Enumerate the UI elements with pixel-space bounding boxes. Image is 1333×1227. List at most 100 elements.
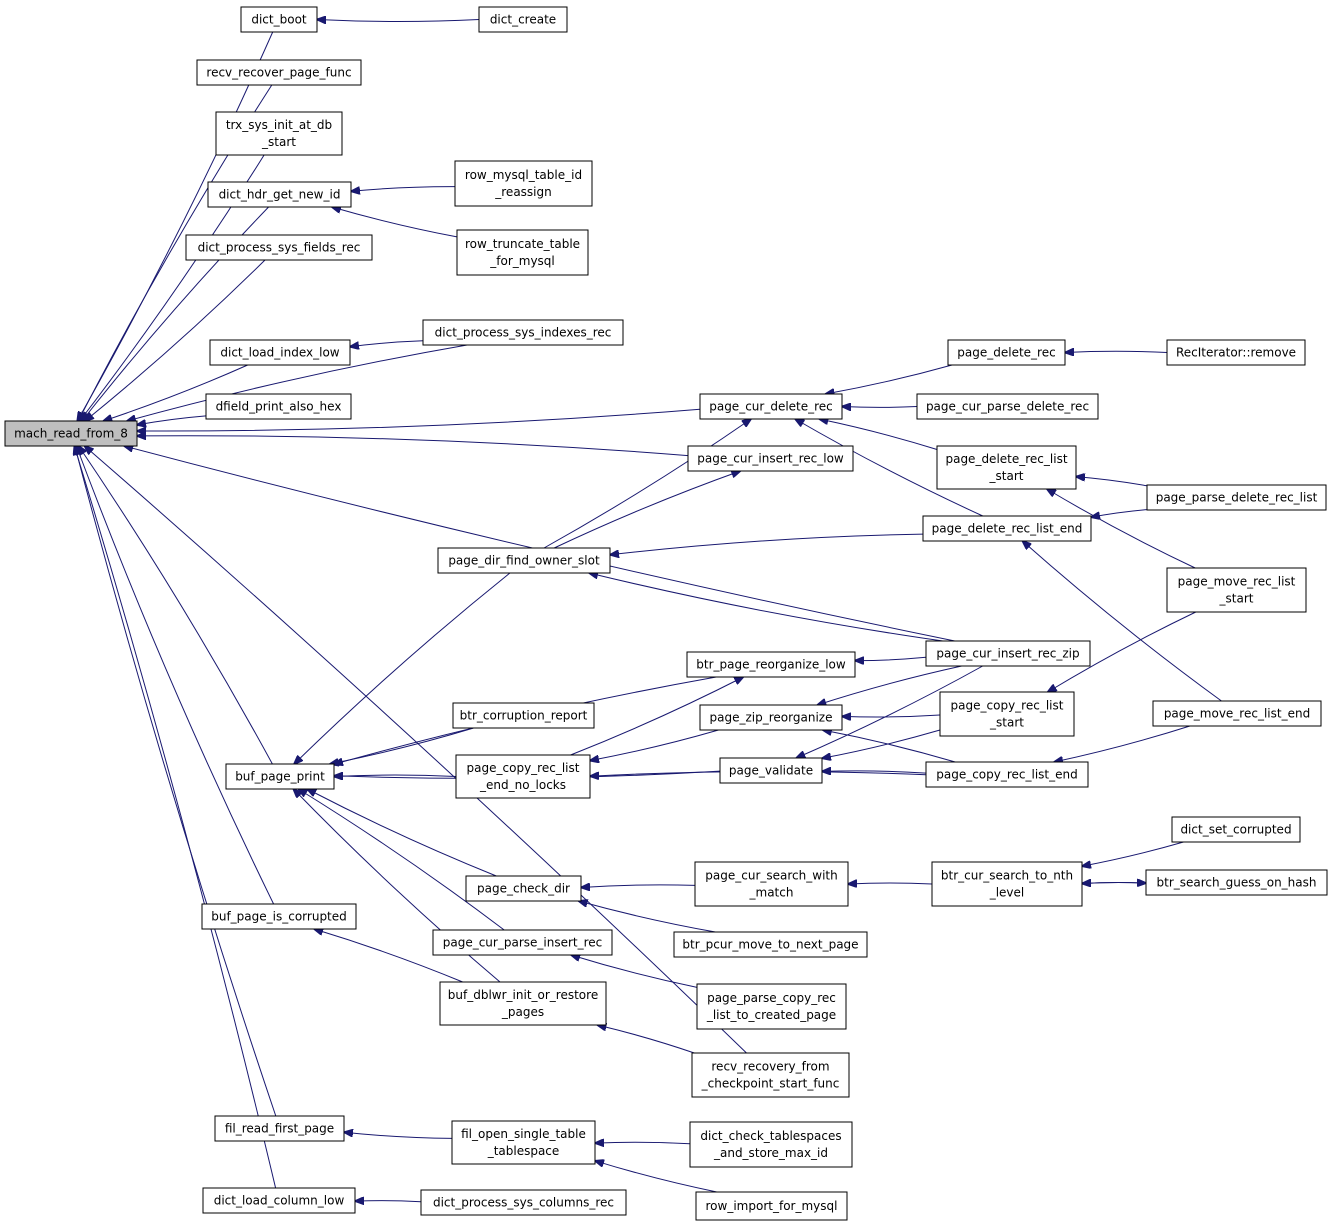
node-dict-process-sys-indexes-rec[interactable]: dict_process_sys_indexes_rec xyxy=(422,319,624,346)
node-page-copy-rec-list-end-no-locks[interactable]: page_copy_rec_list_end_no_locks xyxy=(455,754,591,799)
node-dict-check-tablespaces-and-store-max-id[interactable]: dict_check_tablespaces _and_store_max_id xyxy=(689,1121,853,1168)
node-label: dict_process_sys_indexes_rec xyxy=(435,326,612,340)
node-dict-load-index-low[interactable]: dict_load_index_low xyxy=(209,339,351,366)
node-trx-sys-init-at-db-start[interactable]: trx_sys_init_at_db_start xyxy=(215,111,343,156)
node-btr-corruption-report[interactable]: btr_corruption_report xyxy=(452,702,595,729)
edge-btr-corruption-report-to-buf-page-print xyxy=(330,727,474,764)
node-page-move-rec-list-start[interactable]: page_move_rec_list_start xyxy=(1166,567,1307,613)
node-row-mysql-table-id-reassign[interactable]: row_mysql_table_id_reassign xyxy=(454,160,593,207)
node-btr-page-reorganize-low[interactable]: btr_page_reorganize_low xyxy=(686,651,856,678)
edge-dict-process-sys-fields-rec-to-mach-read-from-8 xyxy=(85,259,266,421)
node-label: page_check_dir xyxy=(477,882,570,896)
node-recv-recovery-from-checkpoint-start-func[interactable]: recv_recovery_from_checkpoint_start_func xyxy=(691,1052,850,1098)
node-box xyxy=(478,6,568,33)
node-dfield-print-also-hex[interactable]: dfield_print_also_hex xyxy=(205,393,352,420)
edge-page-delete-rec-to-page-cur-delete-rec xyxy=(826,364,953,394)
node-page-delete-rec-list-end[interactable]: page_delete_rec_list_end xyxy=(922,515,1092,542)
edge-page-move-rec-list-end-to-page-delete-rec-list-end xyxy=(1023,541,1222,702)
node-page-cur-insert-rec-low[interactable]: page_cur_insert_rec_low xyxy=(687,445,854,472)
node-label: _checkpoint_start_func xyxy=(701,1077,840,1091)
node-dict-set-corrupted[interactable]: dict_set_corrupted xyxy=(1171,816,1301,843)
node-box xyxy=(207,181,352,208)
edge-reciterator-remove-to-page-delete-rec xyxy=(1065,351,1168,352)
node-label: dfield_print_also_hex xyxy=(216,400,342,414)
node-dict-load-column-low[interactable]: dict_load_column_low xyxy=(202,1187,356,1214)
node-btr-search-guess-on-hash[interactable]: btr_search_guess_on_hash xyxy=(1145,869,1328,896)
node-buf-page-is-corrupted[interactable]: buf_page_is_corrupted xyxy=(201,903,357,930)
edge-page-copy-rec-list-start-to-page-zip-reorganize xyxy=(842,715,941,717)
node-btr-cur-search-to-nth-level[interactable]: btr_cur_search_to_nth_level xyxy=(931,861,1083,907)
node-fil-read-first-page[interactable]: fil_read_first_page xyxy=(214,1115,345,1142)
node-page-dir-find-owner-slot[interactable]: page_dir_find_owner_slot xyxy=(437,547,611,574)
node-row-import-for-mysql[interactable]: row_import_for_mysql xyxy=(695,1191,848,1221)
node-buf-page-print[interactable]: buf_page_print xyxy=(225,763,335,790)
node-box xyxy=(689,1121,853,1168)
node-label: btr_page_reorganize_low xyxy=(696,658,846,672)
node-label: btr_pcur_move_to_next_page xyxy=(682,938,858,952)
edge-buf-page-print-to-mach-read-from-8 xyxy=(79,446,273,765)
node-dict-create[interactable]: dict_create xyxy=(478,6,568,33)
node-label: buf_page_is_corrupted xyxy=(211,910,347,924)
node-page-move-rec-list-end[interactable]: page_move_rec_list_end xyxy=(1152,700,1322,727)
edge-page-cur-insert-rec-low-to-mach-read-from-8 xyxy=(137,436,689,457)
edge-page-parse-copy-rec-list-to-created-page-to-page-cur-parse-insert-rec xyxy=(571,955,698,988)
node-row-truncate-table-for-mysql[interactable]: row_truncate_table_for_mysql xyxy=(456,229,589,276)
node-label: _and_store_max_id xyxy=(713,1146,828,1160)
node-dict-hdr-get-new-id[interactable]: dict_hdr_get_new_id xyxy=(207,181,352,208)
node-page-zip-reorganize[interactable]: page_zip_reorganize xyxy=(699,704,843,731)
node-reciterator-remove[interactable]: RecIterator::remove xyxy=(1166,339,1306,366)
edge-page-copy-rec-list-start-to-page-validate xyxy=(822,729,941,758)
node-page-cur-insert-rec-zip[interactable]: page_cur_insert_rec_zip xyxy=(925,640,1091,667)
node-label: page_delete_rec_list_end xyxy=(932,522,1083,536)
node-label: _pages xyxy=(501,1005,544,1019)
node-box xyxy=(209,339,351,366)
edge-dict-process-sys-indexes-rec-to-dict-load-index-low xyxy=(350,340,424,347)
node-box xyxy=(437,547,611,574)
edge-page-cur-insert-rec-zip-to-mach-read-from-8 xyxy=(124,446,955,642)
node-label: buf_page_print xyxy=(235,770,325,784)
edge-dict-process-sys-indexes-rec-to-mach-read-from-8 xyxy=(127,344,468,421)
node-page-delete-rec-list-start[interactable]: page_delete_rec_list_start xyxy=(936,445,1077,490)
edge-btr-pcur-move-to-next-page-to-page-check-dir xyxy=(579,901,716,933)
node-page-cur-parse-delete-rec[interactable]: page_cur_parse_delete_rec xyxy=(916,393,1099,420)
node-buf-dblwr-init-or-restore-pages[interactable]: buf_dblwr_init_or_restore_pages xyxy=(439,981,607,1026)
node-label: _end_no_locks xyxy=(479,778,566,792)
node-btr-pcur-move-to-next-page[interactable]: btr_pcur_move_to_next_page xyxy=(673,931,868,958)
node-page-delete-rec[interactable]: page_delete_rec xyxy=(947,339,1066,366)
node-label: dict_load_index_low xyxy=(220,346,339,360)
node-mach-read-from-8[interactable]: mach_read_from_8 xyxy=(4,420,138,447)
node-page-cur-parse-insert-rec[interactable]: page_cur_parse_insert_rec xyxy=(432,929,613,956)
node-fil-open-single-table-tablespace[interactable]: fil_open_single_table_tablespace xyxy=(451,1120,596,1165)
node-page-copy-rec-list-start[interactable]: page_copy_rec_list_start xyxy=(939,691,1075,737)
node-box xyxy=(1166,567,1307,613)
node-box xyxy=(686,651,856,678)
node-page-parse-copy-rec-list-to-created-page[interactable]: page_parse_copy_rec_list_to_created_page xyxy=(696,983,847,1030)
node-page-copy-rec-list-end[interactable]: page_copy_rec_list_end xyxy=(925,761,1089,788)
node-label: fil_read_first_page xyxy=(225,1122,334,1136)
node-label: page_cur_insert_rec_zip xyxy=(936,647,1079,661)
edge-page-dir-find-owner-slot-to-page-cur-insert-rec-low xyxy=(553,471,740,549)
node-label: dict_process_sys_columns_rec xyxy=(433,1196,614,1210)
edge-fil-open-single-table-tablespace-to-fil-read-first-page xyxy=(344,1132,453,1139)
node-label: dict_check_tablespaces xyxy=(700,1129,841,1143)
node-dict-process-sys-fields-rec[interactable]: dict_process_sys_fields_rec xyxy=(185,234,373,261)
node-box xyxy=(1166,339,1306,366)
node-label: _reassign xyxy=(494,185,551,199)
node-box xyxy=(695,1191,848,1221)
node-box xyxy=(699,393,843,420)
node-label: _for_mysql xyxy=(489,254,555,268)
node-box xyxy=(214,1115,345,1142)
node-label: mach_read_from_8 xyxy=(14,427,128,441)
node-dict-boot[interactable]: dict_boot xyxy=(240,6,318,33)
node-page-check-dir[interactable]: page_check_dir xyxy=(465,875,582,902)
node-label: btr_corruption_report xyxy=(460,709,588,723)
node-recv-recover-page-func[interactable]: recv_recover_page_func xyxy=(196,59,362,86)
node-dict-process-sys-columns-rec[interactable]: dict_process_sys_columns_rec xyxy=(420,1189,627,1216)
call-edges xyxy=(74,20,1222,1202)
node-page-cur-delete-rec[interactable]: page_cur_delete_rec xyxy=(699,393,843,420)
edge-btr-cur-search-to-nth-level-to-btr-search-guess-on-hash xyxy=(1081,883,1146,884)
node-page-cur-search-with-match[interactable]: page_cur_search_with_match xyxy=(694,861,849,907)
edge-page-dir-find-owner-slot-to-page-cur-delete-rec xyxy=(543,419,751,549)
node-page-parse-delete-rec-list[interactable]: page_parse_delete_rec_list xyxy=(1146,484,1327,511)
node-page-validate[interactable]: page_validate xyxy=(719,757,823,784)
